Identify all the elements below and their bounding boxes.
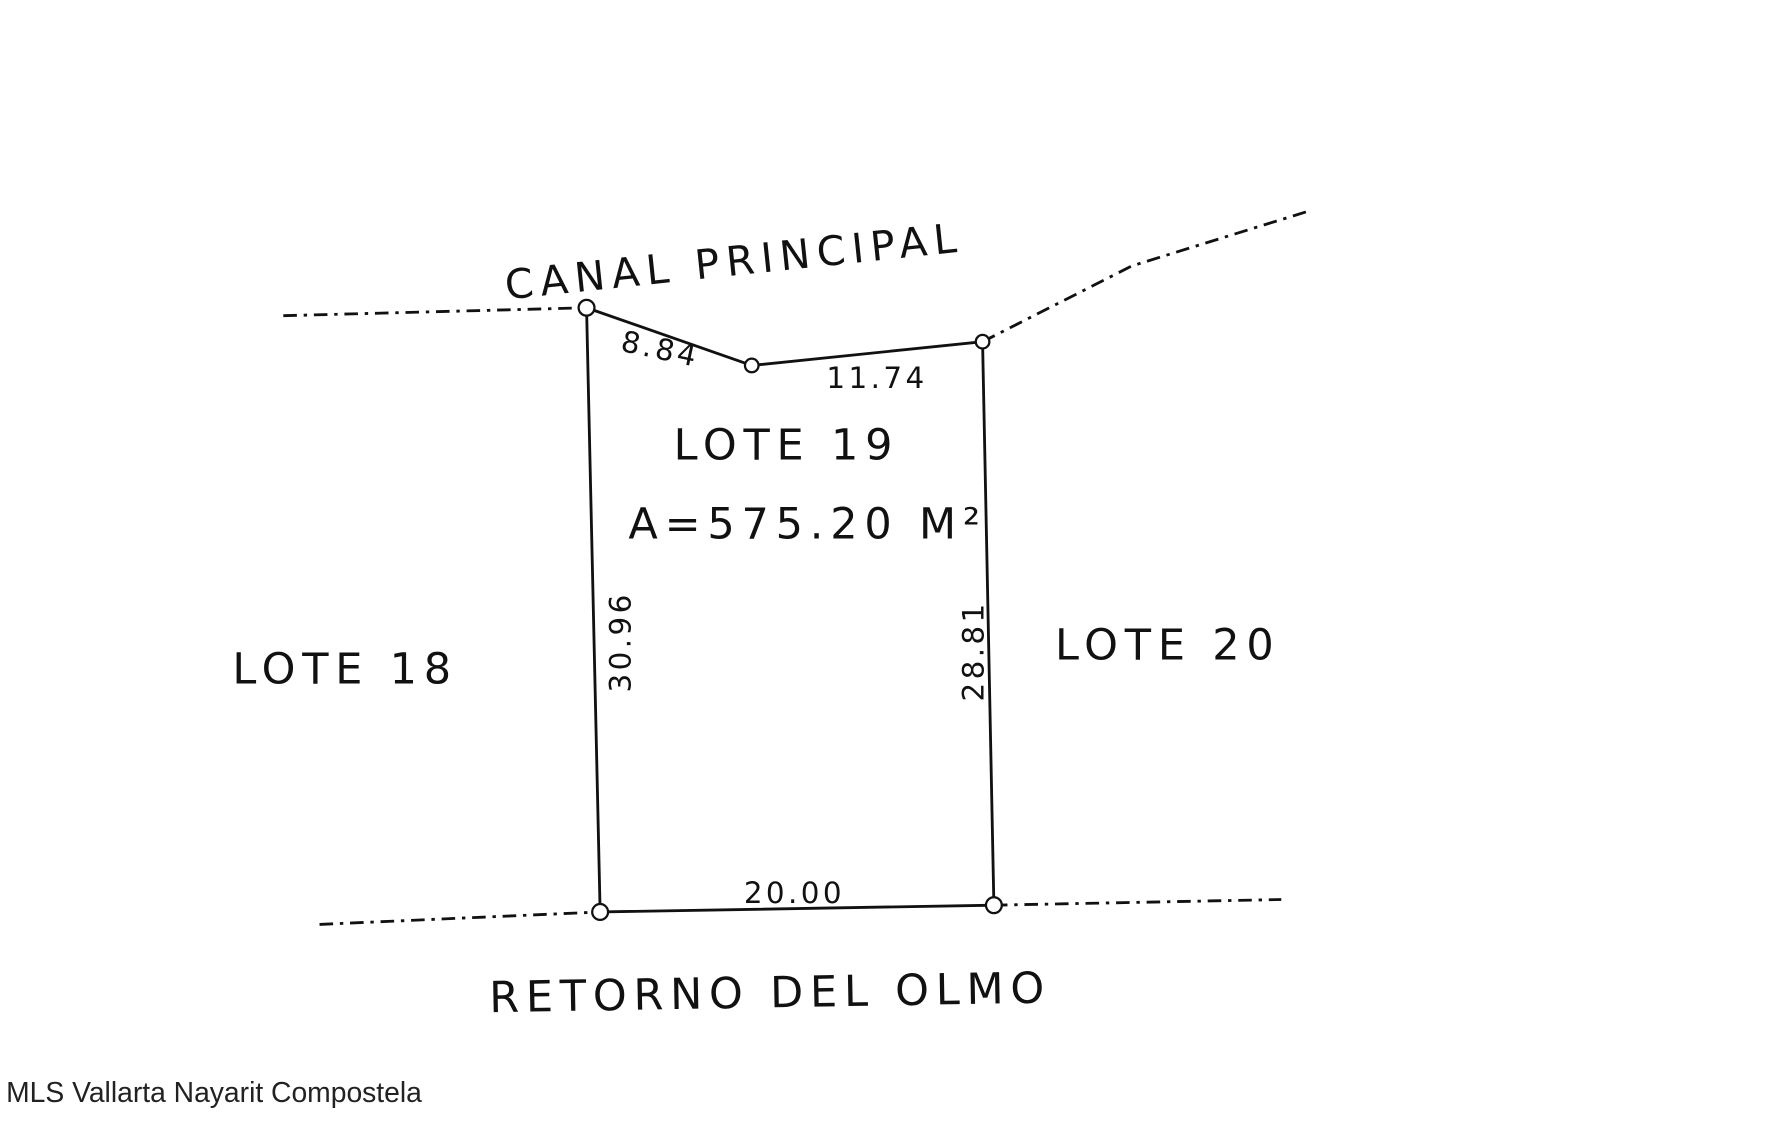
- corner-marker: [984, 896, 1003, 915]
- dimension-right: 28.81: [957, 600, 991, 701]
- lot-name: LOTE 19: [674, 420, 900, 470]
- corner-marker: [974, 333, 991, 350]
- retorno-del-olmo-label: RETORNO DEL OLMO: [489, 964, 1052, 1024]
- lot-area: A=575.20 M²: [628, 500, 986, 550]
- dimension-top-left: 8.84: [618, 324, 702, 374]
- canal-right-dashed-line: [981, 209, 1312, 343]
- lot-boundary: [585, 305, 996, 914]
- dimension-top-right: 11.74: [826, 361, 927, 395]
- corner-marker: [743, 357, 760, 374]
- neighbor-left-label: LOTE 18: [232, 644, 458, 694]
- street-left-dashed-line: [319, 910, 601, 926]
- dimension-left: 30.96: [604, 591, 638, 692]
- canal-principal-label: CANAL PRINCIPAL: [503, 213, 966, 309]
- corner-marker: [577, 298, 596, 317]
- dimension-bottom: 20.00: [744, 876, 845, 910]
- canal-left-dashed-line: [283, 306, 587, 318]
- watermark: MLS Vallarta Nayarit Compostela: [6, 1076, 422, 1108]
- street-right-dashed-line: [993, 898, 1282, 907]
- neighbor-right-label: LOTE 20: [1055, 621, 1281, 671]
- corner-marker: [591, 902, 610, 922]
